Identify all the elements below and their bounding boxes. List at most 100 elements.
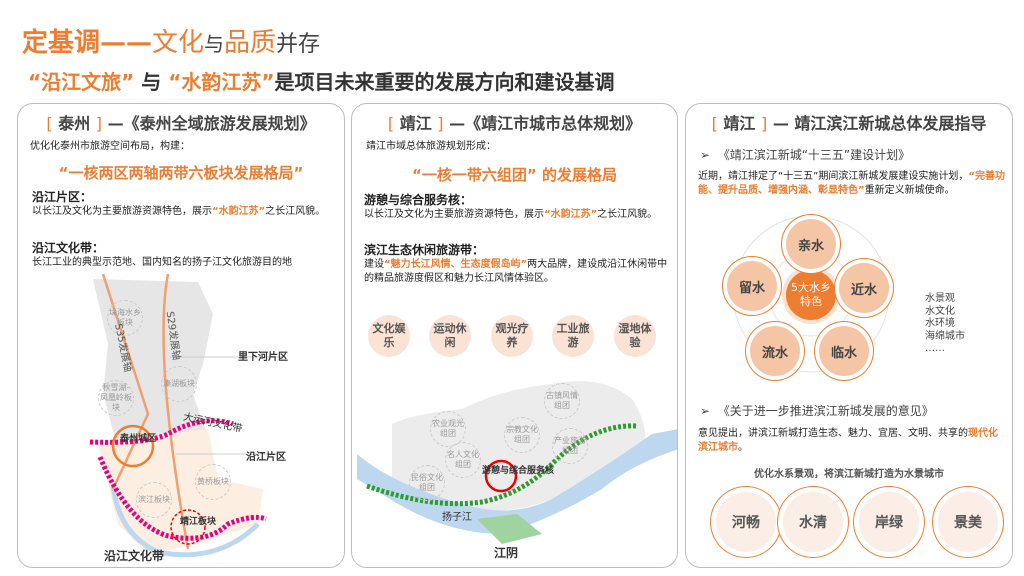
doc-title: —《靖江市城市总体规划》 xyxy=(449,114,642,133)
place: 靖江 xyxy=(399,114,432,133)
core-marker xyxy=(484,459,518,493)
highlight: “完善功能、提升品质、增强内涵、彰显特色” xyxy=(698,171,1005,196)
text: 建设 xyxy=(364,259,384,270)
list-item: 海绵城市 xyxy=(925,330,965,342)
slogan: “一核一带六组团” 的发展格局 xyxy=(412,166,617,184)
center-badge: 5大水乡特色 xyxy=(786,270,836,320)
feature-list: 水景观 水文化 水环境 海绵城市 …… xyxy=(925,293,965,356)
group-label: 古镇风情组团 xyxy=(544,383,580,419)
list-item: 水环境 xyxy=(925,318,955,329)
goal-circle: 水清 xyxy=(783,492,843,552)
bracket: ] xyxy=(761,114,768,133)
bracket: [ xyxy=(711,114,718,133)
section-title: 沿江文化带： xyxy=(32,241,105,255)
block-label: 溱湖板块 xyxy=(161,366,197,402)
panel-header: [ 靖江 ] — 靖江滨江新城总体发展指导 xyxy=(686,110,1012,134)
text: 意见提出，讲滨江新城打造生态、魅力、宜居、文明、共享的 xyxy=(698,428,968,439)
petal: 留水 xyxy=(727,261,777,311)
place: 靖江 xyxy=(723,114,756,133)
river xyxy=(110,483,260,558)
block-label: 秋雪湖-凤凰岭板块 xyxy=(98,380,134,416)
arrow-bullet-icon: ➢ xyxy=(700,148,718,162)
panel-binjiang: [ 靖江 ] — 靖江滨江新城总体发展指导 ➢ 《靖江滨江新城“十三五”建设计划… xyxy=(685,103,1013,568)
text: 。 xyxy=(738,442,748,453)
riverside-belt xyxy=(366,423,638,507)
feature-chip: 工业旅游 xyxy=(552,315,594,357)
intro-text: 靖江市域总体旅游规划形成： xyxy=(366,141,496,152)
section-title: 游憩与综合服务核： xyxy=(364,193,473,207)
plan1-text: 近期，靖江排定了“十三五”期间滨江新城发展建设实施计划，“完善功能、提升品质、增… xyxy=(698,170,1006,198)
highlight: “水韵江苏” xyxy=(212,206,266,217)
feature-chip: 运动休闲 xyxy=(429,315,471,357)
petal: 临水 xyxy=(819,326,869,376)
petal: 亲水 xyxy=(786,219,836,269)
panel-taizhou: [ 泰州 ] —《泰州全域旅游发展规划》 优化化泰州市旅游空间布局，构建： “一… xyxy=(17,103,345,568)
subtitle-part: 是项目未来重要的发展方向和建设基调 xyxy=(274,70,615,94)
block-label: 滨江板块 xyxy=(136,482,172,518)
group-label: 产业旅游组团 xyxy=(552,428,588,464)
intro-text: 优化化泰州市旅游空间布局，构建： xyxy=(30,141,190,152)
zone-label: 里下河片区 xyxy=(238,352,288,363)
group-label: 名人文化组团 xyxy=(445,442,481,478)
bracket: ] xyxy=(95,114,103,133)
river xyxy=(357,429,677,534)
ferry-arrow xyxy=(477,514,542,544)
plan2-heading: ➢ 《关于进一步推进滨江新城发展的意见》 xyxy=(700,402,934,419)
list-item: 水景观 xyxy=(925,293,955,304)
page-subtitle: “沿江文旅” 与 “水韵江苏”是项目未来重要的发展方向和建设基调 xyxy=(28,66,615,95)
title-part: 品质 xyxy=(224,28,277,58)
plan-title: 《靖江滨江新城“十三五”建设计划》 xyxy=(717,148,911,162)
title-part: 并存 xyxy=(276,32,321,57)
jingjiang-label: 靖江板块 xyxy=(180,517,217,527)
bracket: [ xyxy=(387,114,395,133)
section-title: 滨江生态休闲旅游带： xyxy=(364,243,485,257)
place: 泰州 xyxy=(58,114,91,133)
doc-title: —《泰州全域旅游发展规划》 xyxy=(107,114,316,133)
belt-label: 沿江文化带 xyxy=(104,549,165,563)
yanjiang-region xyxy=(98,429,263,554)
core-marker xyxy=(111,424,155,468)
title-part: 与 xyxy=(204,32,225,56)
text: 之长江风貌。 xyxy=(597,209,658,220)
feature-chip: 文化娱乐 xyxy=(368,315,410,357)
section-title: 沿江片区： xyxy=(32,190,93,204)
group-label: 宗教文化组团 xyxy=(504,417,540,453)
petal: 流水 xyxy=(750,326,800,376)
text: 之长江风貌。 xyxy=(265,206,326,217)
core-label: 泰州城区 xyxy=(120,434,157,444)
text: 以长江及文化为主要旅游资源特色，展示 xyxy=(32,206,212,217)
highlight: “水韵江苏” xyxy=(544,209,598,220)
block-label: 黄桥板块 xyxy=(195,464,231,500)
canal-culture-belt xyxy=(89,418,234,445)
section-belt: 滨江生态休闲旅游带：建设“魅力长江风情、生态度假岛屿”两大品牌，建设成沿江休闲带… xyxy=(364,242,669,286)
subtitle-part: 与 xyxy=(134,70,169,94)
panel-header: [ 泰州 ] —《泰州全域旅游发展规划》 xyxy=(18,110,344,134)
panel-jingjiang-plan: [ 靖江 ] —《靖江市城市总体规划》 靖江市域总体旅游规划形成： “一核一带六… xyxy=(351,103,678,568)
text: 以长江及文化为主要旅游资源特色，展示 xyxy=(364,209,544,220)
jingjiang-marker xyxy=(170,509,206,545)
plan2-text: 意见提出，讲滨江新城打造生态、魅力、宜居、文明、共享的现代化滨江城市。 xyxy=(698,427,1006,455)
text: 两大品牌，建设成沿江休闲带中的精品旅游度假区和魅力长江风情体验区。 xyxy=(364,259,668,284)
caption: 优化水系景观，将滨江新城打造为水景城市 xyxy=(754,469,944,480)
goal-circle: 岸绿 xyxy=(859,492,919,552)
text: 重新定义新城使命。 xyxy=(864,185,955,196)
feature-chip: 湿地体验 xyxy=(614,315,656,357)
plan1-heading: ➢ 《靖江滨江新城“十三五”建设计划》 xyxy=(700,146,910,163)
highlight: 现代化滨江城市 xyxy=(698,428,998,453)
city-label: 江阴 xyxy=(494,546,519,560)
bracket: [ xyxy=(46,114,53,133)
page-title: 定基调——文化与品质并存 xyxy=(22,22,320,59)
yanjiang-culture-belt xyxy=(97,456,267,541)
group-label: 农业观光组团 xyxy=(430,411,466,447)
goal-circle: 景美 xyxy=(938,492,998,552)
goal-circle: 河畅 xyxy=(716,492,776,552)
slogan: “一核两区两轴两带六板块发展格局” xyxy=(58,164,304,182)
feature-chip: 观光疗养 xyxy=(491,315,533,357)
title-part: 定基调—— xyxy=(22,28,153,58)
subtitle-part: “沿江文旅” xyxy=(28,70,135,94)
text: 近期，靖江排定了“十三五”期间滨江新城发展建设实施计划， xyxy=(698,171,969,182)
plan-title: 《关于进一步推进滨江新城发展的意见》 xyxy=(717,404,934,418)
block-label: 垛海水乡板块 xyxy=(107,300,143,336)
section-core: 游憩与综合服务核： 以长江及文化为主要旅游资源特色，展示“水韵江苏”之长江风貌。 xyxy=(364,192,669,222)
core-label: 游憩与综合服务核 xyxy=(482,466,555,476)
